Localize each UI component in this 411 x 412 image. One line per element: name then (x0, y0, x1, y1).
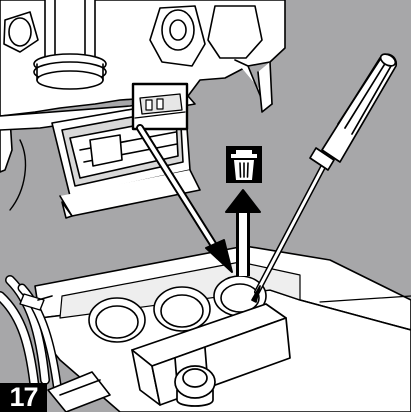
wire-bundle (0, 275, 111, 412)
arrow-down-diagonal-icon (136, 124, 233, 273)
upper-unit (0, 0, 286, 173)
connector-detail-box (131, 82, 189, 131)
screwdriver-icon (251, 53, 397, 303)
cable-tie-icon (19, 293, 45, 311)
arrow-up-icon (225, 189, 261, 276)
step-number-badge: 17 (0, 383, 47, 412)
knob (174, 365, 216, 407)
trash-can-icon (226, 146, 262, 183)
